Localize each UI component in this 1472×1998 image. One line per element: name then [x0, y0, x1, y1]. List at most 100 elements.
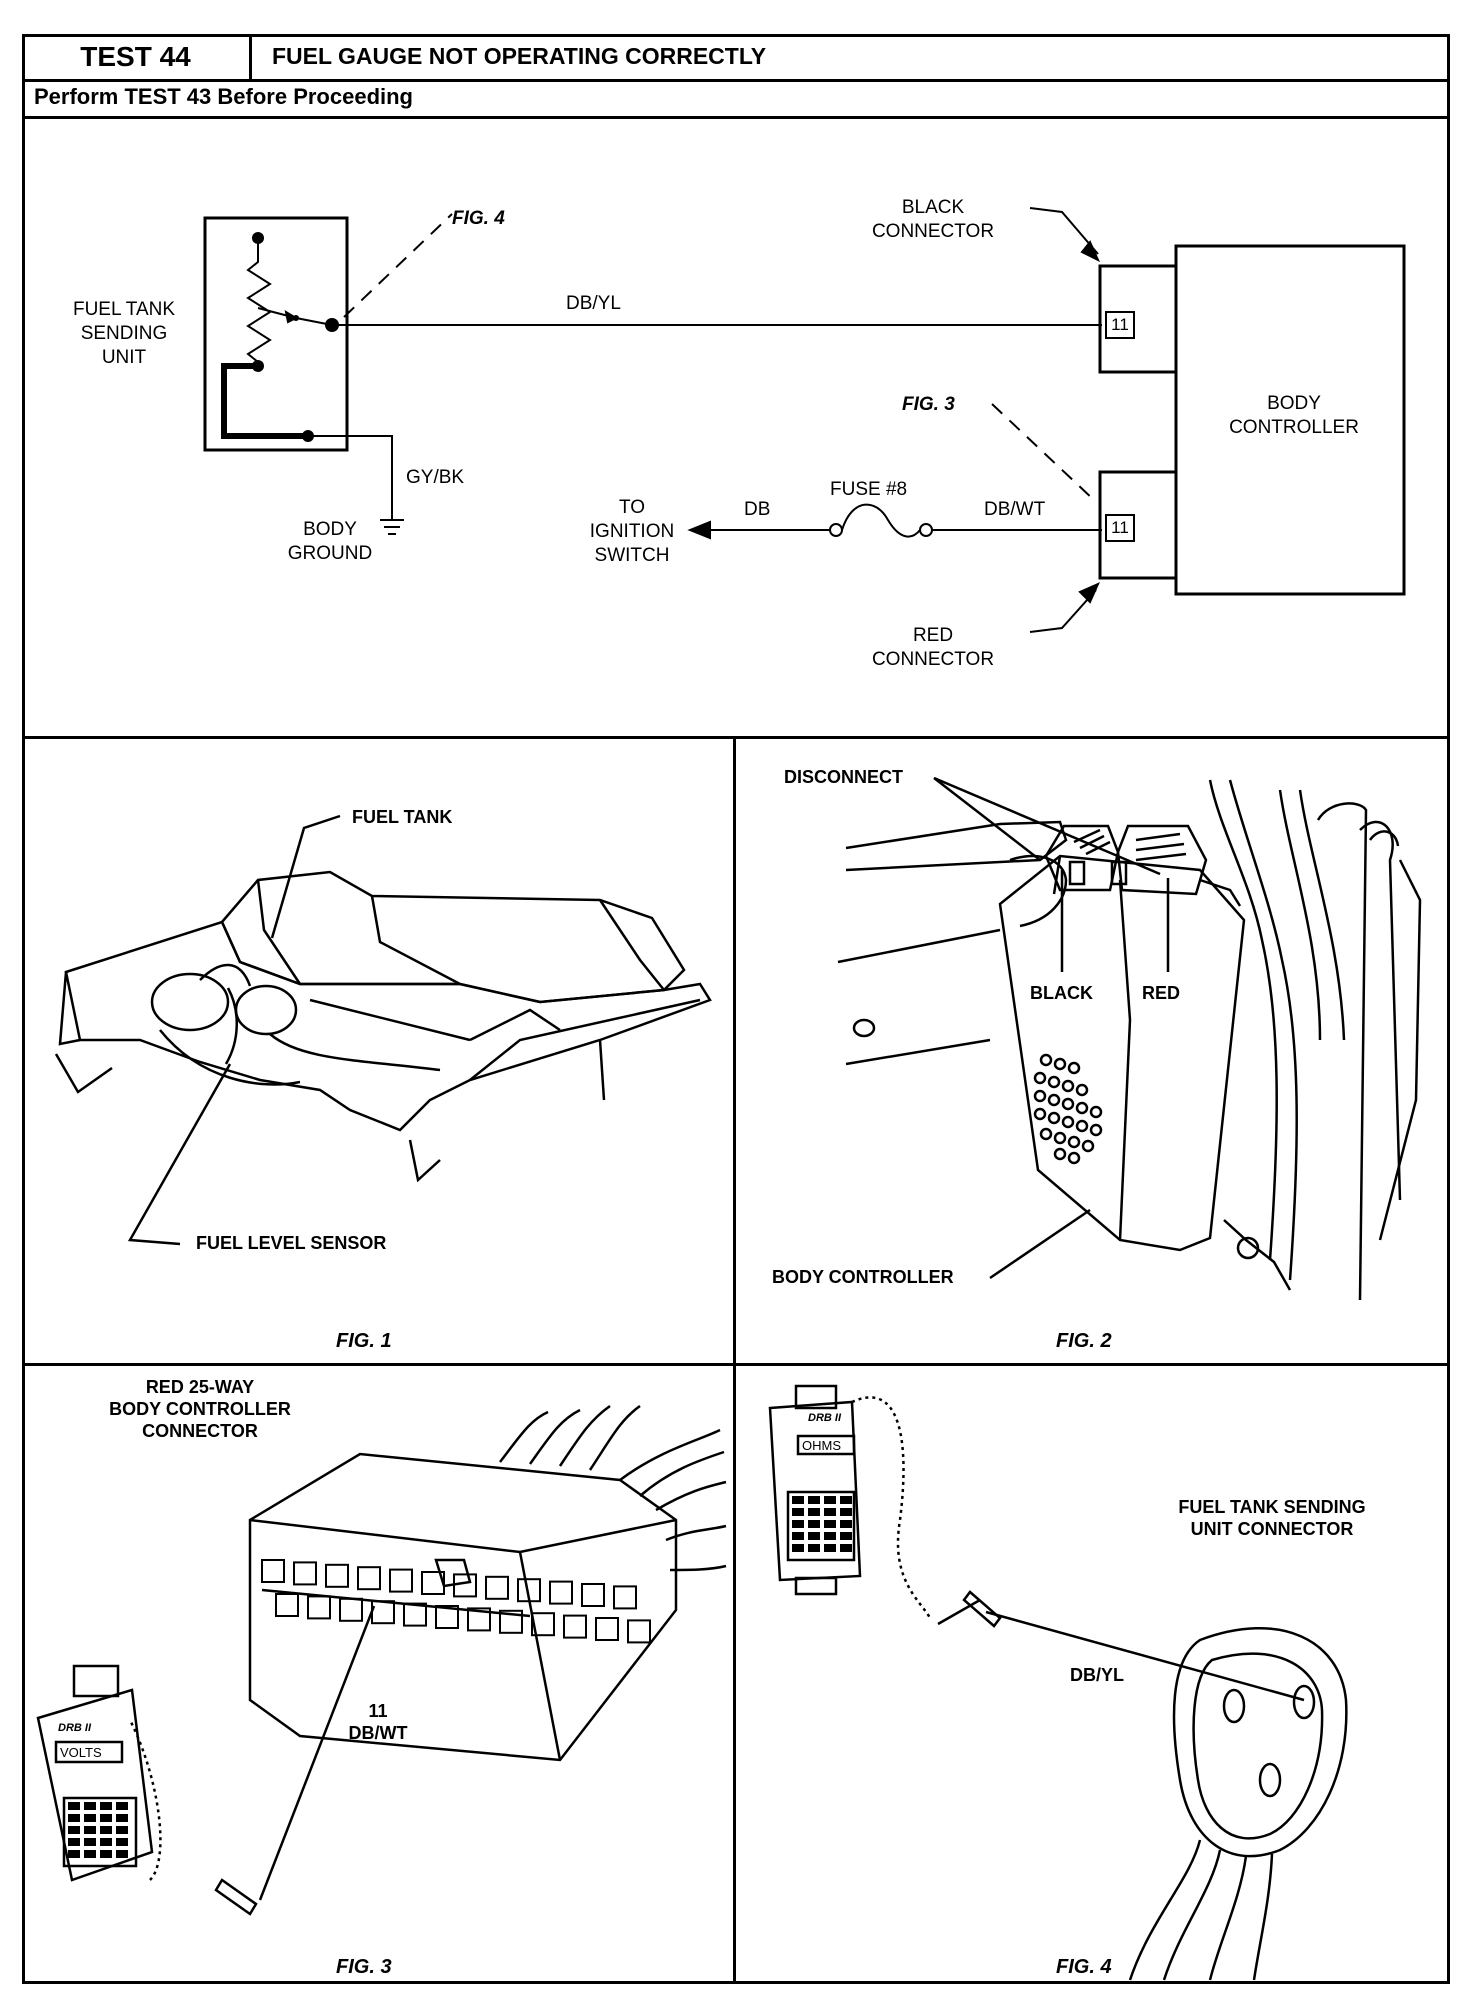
probe-lead — [985, 1610, 1305, 1702]
black-connector-label: BLACK — [1030, 983, 1093, 1003]
fig4-reference: FIG. 4 — [452, 208, 505, 229]
keypad-key — [84, 1802, 96, 1810]
keypad-key — [116, 1838, 128, 1846]
fig1-caption: FIG. 1 — [336, 1330, 392, 1352]
wire-label-db: DB — [744, 499, 771, 520]
keypad-key — [68, 1838, 80, 1846]
meter-brand: DRB II — [808, 1412, 841, 1424]
keypad-key — [792, 1496, 804, 1504]
keypad-key — [68, 1814, 80, 1822]
black-connector-pin-box — [1105, 311, 1135, 339]
keypad-key — [840, 1496, 852, 1504]
meter-mode-display: VOLTS — [60, 1745, 102, 1760]
black-connector-label: BLACK CONNECTOR — [871, 197, 995, 242]
connector-cavity — [549, 1580, 573, 1605]
body-ground-label: BODY GROUND — [287, 519, 373, 564]
keypad-key — [808, 1544, 820, 1552]
keypad-key — [100, 1850, 112, 1858]
body-controller-label: BODY CONTROLLER — [1229, 393, 1359, 438]
keypad-key — [792, 1544, 804, 1552]
keypad-key — [808, 1520, 820, 1528]
volt-meter-body — [36, 1688, 154, 1882]
sending-unit-label: FUEL TANK SENDING UNIT — [72, 299, 176, 368]
connector-cavity — [453, 1573, 477, 1598]
red-connector-pin-box — [1105, 514, 1135, 542]
fig4-ref-line — [343, 213, 453, 318]
connector-cavity — [403, 1602, 427, 1627]
test-number: TEST 44 — [22, 34, 252, 79]
wire-gy-bk — [308, 435, 393, 520]
probe-tip — [962, 1590, 1002, 1628]
keypad-key — [840, 1520, 852, 1528]
disconnect-label: DISCONNECT — [784, 767, 904, 787]
keypad-key — [824, 1532, 836, 1540]
divider — [22, 736, 1450, 739]
fuse-label: FUSE #8 — [830, 479, 908, 500]
keypad-key — [116, 1850, 128, 1858]
connector-cavity — [421, 1571, 445, 1595]
keypad-key — [792, 1520, 804, 1528]
wire-label-db-yl: DB/YL — [566, 293, 621, 314]
black-connector-arrow — [1029, 207, 1099, 255]
meter-mode-display: OHMS — [802, 1438, 841, 1453]
keypad-key — [100, 1838, 112, 1846]
fig4-caption: FIG. 4 — [1056, 1956, 1112, 1978]
keypad-key — [84, 1850, 96, 1858]
to-ignition-label: TO IGNITION SWITCH — [589, 497, 675, 566]
fuel-tank-label: FUEL TANK — [352, 807, 453, 827]
keypad-key — [824, 1496, 836, 1504]
connector-cavity — [293, 1561, 317, 1586]
connector-cavity — [435, 1605, 459, 1629]
keypad-key — [808, 1508, 820, 1516]
fuel-level-sensor-label: FUEL LEVEL SENSOR — [196, 1233, 387, 1253]
sending-unit-connector — [1172, 1626, 1348, 1858]
connector-cavity — [389, 1568, 413, 1593]
connector-cavity — [275, 1593, 299, 1617]
connector-cavity — [563, 1614, 587, 1639]
wire-label-gy-bk: GY/BK — [406, 467, 465, 488]
probe-lead — [258, 1605, 376, 1901]
connector-cavity — [531, 1612, 555, 1637]
body-controller-label: BODY CONTROLLER — [772, 1267, 954, 1287]
connector-cavity — [499, 1609, 523, 1634]
keypad-key — [68, 1802, 80, 1810]
connector-cavity — [339, 1597, 363, 1622]
divider — [22, 1363, 1450, 1366]
pin-number: 11 — [1111, 315, 1129, 334]
fig3-caption: FIG. 3 — [336, 1956, 392, 1978]
body-controller-box — [1174, 244, 1406, 596]
keypad-key — [824, 1544, 836, 1552]
keypad-key — [840, 1544, 852, 1552]
divider — [733, 736, 736, 1984]
connector-cavity — [517, 1578, 541, 1603]
probe-tip — [214, 1878, 258, 1916]
connector-cavity — [627, 1619, 651, 1644]
wire-label-db-yl: DB/YL — [1070, 1665, 1124, 1685]
connector-wires — [499, 1404, 727, 1572]
sending-unit-box — [203, 216, 349, 452]
connector-cavity — [485, 1575, 509, 1600]
keypad-key — [68, 1826, 80, 1834]
test-header: TEST 44 FUEL GAUGE NOT OPERATING CORRECT… — [22, 34, 1450, 82]
sending-unit-ground-path — [221, 363, 308, 439]
keypad-key — [116, 1802, 128, 1810]
page-frame — [22, 34, 1450, 1984]
keypad-key — [840, 1508, 852, 1516]
test-subtitle: Perform TEST 43 Before Proceeding — [34, 84, 413, 109]
connector-cavity — [595, 1617, 619, 1641]
connector-cavity — [261, 1559, 285, 1583]
red-connector-box — [1098, 470, 1178, 580]
red-connector-label: RED — [1142, 983, 1181, 1003]
keypad-key — [68, 1850, 80, 1858]
keypad-key — [792, 1508, 804, 1516]
red-25-way-connector-label: RED 25-WAY BODY CONTROLLER CONNECTOR — [109, 1377, 291, 1441]
keypad-key — [808, 1532, 820, 1540]
keypad-key — [824, 1520, 836, 1528]
black-connector-box — [1098, 264, 1178, 374]
sending-unit-resistor — [246, 238, 272, 363]
divider — [22, 116, 1450, 119]
